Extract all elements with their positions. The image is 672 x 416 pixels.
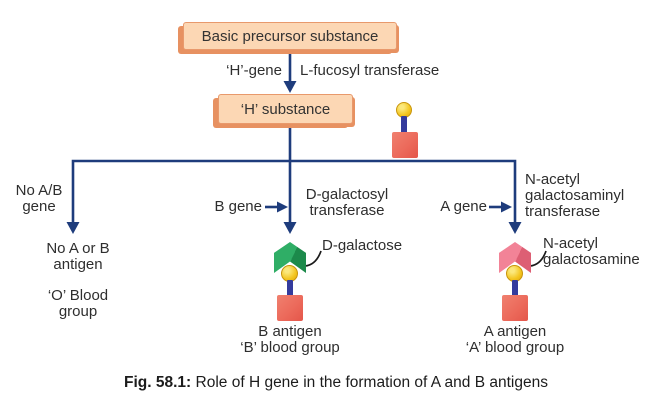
precursor-square-icon [277,295,303,321]
h-gene-label: ‘H’-gene [226,62,282,79]
arrowhead-b-branch [283,222,297,234]
glycan-stem-icon [287,280,293,297]
a-gene-label: A gene [440,198,487,215]
figure-caption-number: Fig. 58.1: [124,374,192,391]
arrowhead-o-branch [66,222,80,234]
l-fucosyl-transferase-label: L-fucosyl transferase [300,62,440,79]
n-acetyl-galactosamine-pointer-line [529,250,547,267]
h-substance-box: ‘H’ substance [218,94,353,124]
d-galactose-pointer-line [304,250,322,267]
glycan-stem-icon [401,116,407,134]
d-galactose-label: D-galactose [322,237,403,254]
d-galactosyl-transferase-label: D-galactosyl transferase [305,186,389,219]
b-antigen-result-label: B antigen ‘B’ blood group [240,323,340,356]
figure-caption: Fig. 58.1: Role of H gene in the formati… [0,374,672,392]
branch-trunk-line [71,159,517,224]
arrowhead-a-gene [501,201,512,213]
b-gene-label: B gene [214,198,262,215]
a-antigen-result-label: A antigen ‘A’ blood group [465,323,565,356]
arrowhead-b-gene [277,201,288,213]
o-blood-group-label: ‘O’ Blood group [47,287,109,320]
figure-caption-text: Role of H gene in the formation of A and… [191,374,548,391]
basic-precursor-substance-box: Basic precursor substance [183,22,397,50]
no-a-or-b-antigen-label: No A or B antigen [46,240,110,273]
n-acetyl-galactosamine-label: N-acetyl galactosamine [543,235,640,268]
precursor-square-icon [392,132,418,158]
n-acetyl-galactosaminyl-transferase-label: N-acetyl galactosaminyl transferase [525,171,625,220]
no-ab-gene-label: No A/B gene [15,182,63,215]
glycan-stem-icon [512,280,518,297]
precursor-square-icon [502,295,528,321]
arrowhead-a-branch [508,222,522,234]
arrowhead-precursor-to-h [283,81,297,93]
